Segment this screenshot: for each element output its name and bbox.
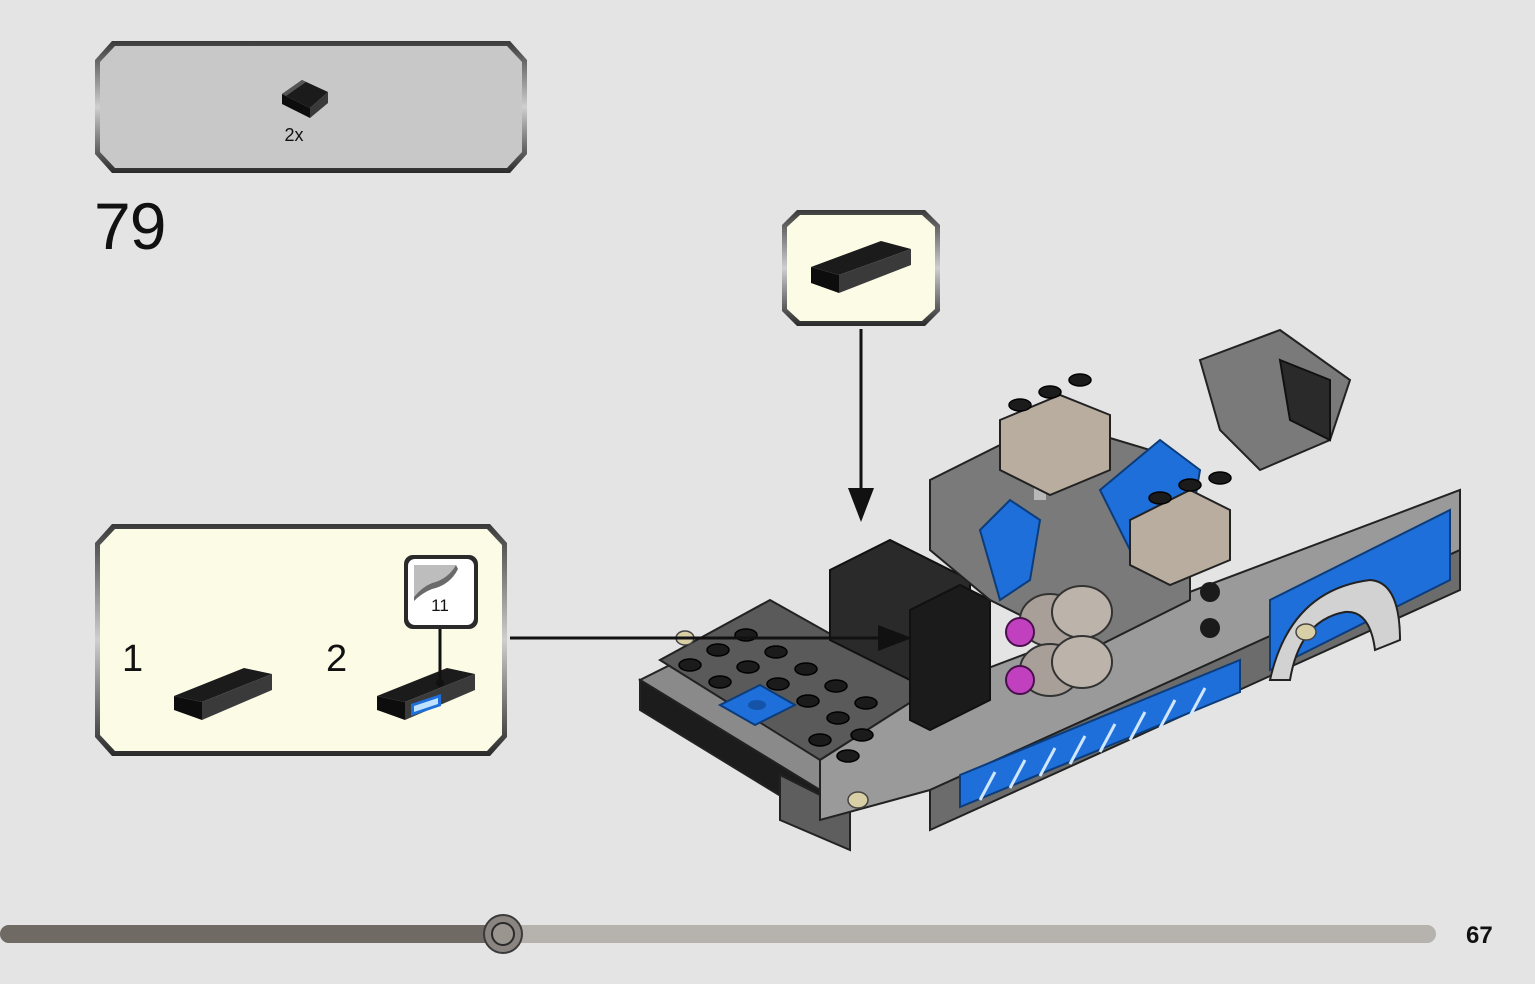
slope-brick-icon — [282, 80, 328, 118]
step-number: 79 — [94, 189, 166, 263]
page-number: 67 — [1466, 922, 1493, 949]
parts-callout — [95, 41, 527, 173]
progress-knob-icon — [483, 914, 523, 954]
model-illustration — [637, 328, 1461, 852]
slope-brick-icon — [811, 241, 911, 293]
progress-bar — [0, 914, 1436, 954]
sticker-number: 11 — [431, 596, 449, 615]
parts-quantity: 2x — [284, 125, 304, 145]
sub-build-callout — [95, 524, 507, 756]
sticker-icon — [404, 555, 478, 629]
sub-step-2-label: 2 — [326, 638, 348, 680]
new-part-callout — [782, 210, 940, 326]
sub-step-1-label: 1 — [122, 638, 144, 680]
slope-brick-icon — [174, 668, 272, 720]
slope-brick-icon — [377, 668, 475, 720]
